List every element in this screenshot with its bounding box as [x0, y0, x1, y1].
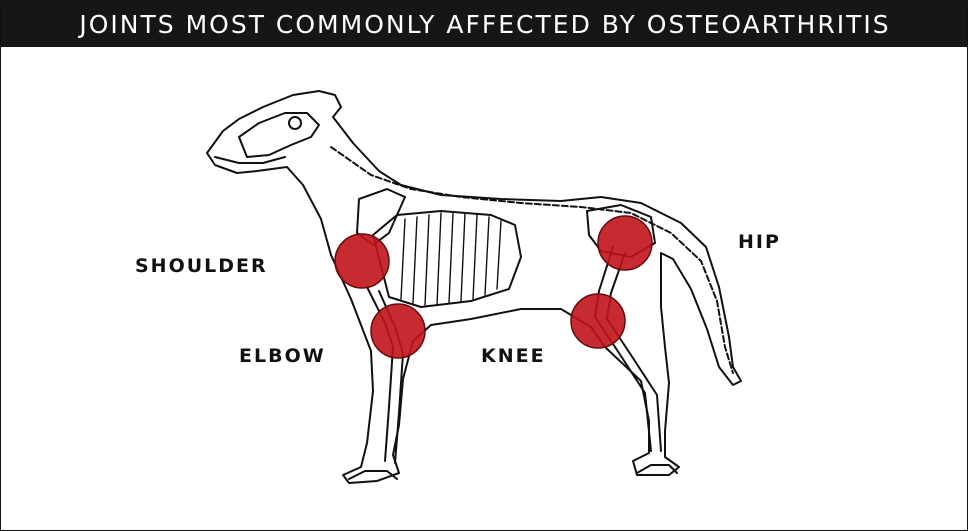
hip-label: HIP	[738, 231, 781, 253]
eye-socket	[289, 117, 301, 129]
shoulder-label: SHOULDER	[135, 255, 268, 277]
dog-skeleton-diagram: SHOULDER ELBOW KNEE HIP	[1, 47, 968, 531]
front-paw	[349, 471, 397, 479]
dog-skeleton-illustration	[1, 47, 968, 531]
hip-joint-marker	[598, 216, 652, 270]
elbow-label: ELBOW	[239, 345, 326, 367]
ribs	[401, 213, 501, 305]
jaw	[215, 157, 285, 163]
knee-label: KNEE	[481, 345, 546, 367]
shoulder-joint-marker	[335, 234, 389, 288]
page-title: JOINTS MOST COMMONLY AFFECTED BY OSTEOAR…	[79, 10, 890, 39]
hind-paw	[637, 465, 677, 473]
skull-outline	[239, 113, 319, 157]
header-bar: JOINTS MOST COMMONLY AFFECTED BY OSTEOAR…	[1, 1, 968, 47]
hind-leg-bones	[595, 247, 661, 451]
knee-joint-marker	[571, 294, 625, 348]
elbow-joint-marker	[371, 304, 425, 358]
